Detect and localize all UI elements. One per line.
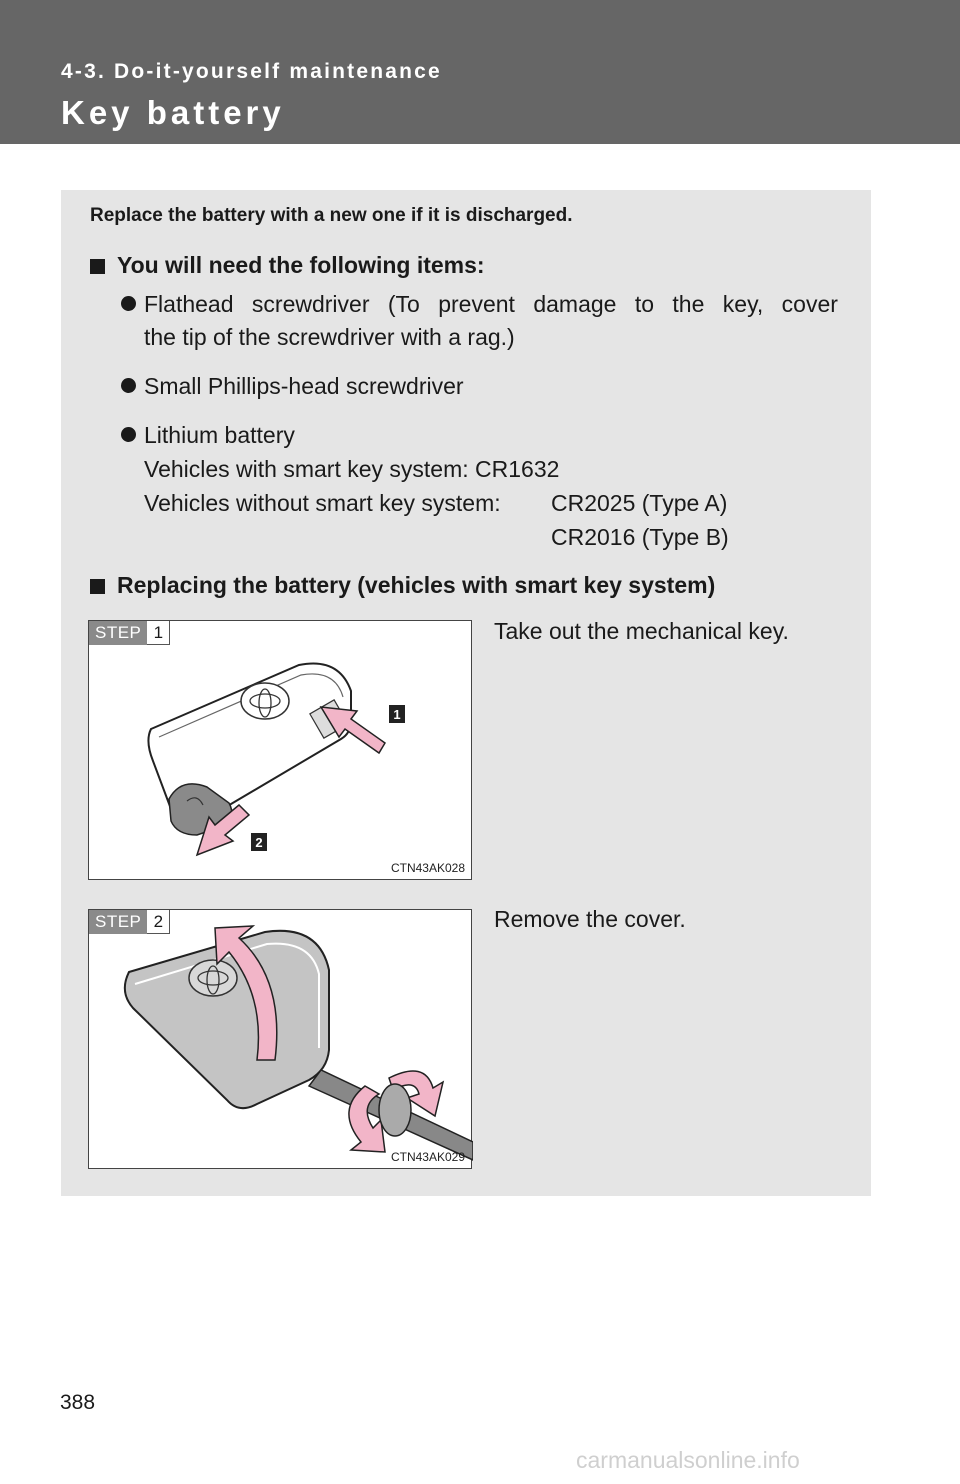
justified-line: Flathead screwdriver (To prevent damage …	[144, 288, 838, 321]
callout-1-label: 1	[393, 707, 400, 722]
step-2-figure: STEP 2 CTN43AK029	[88, 909, 473, 1169]
lift-arrow-icon	[214, 925, 278, 1061]
step-badge-word: STEP	[89, 621, 148, 645]
toyota-logo-icon	[240, 682, 290, 720]
battery-line-smart: Vehicles with smart key system: CR1632	[144, 456, 560, 482]
key-mechanical-illustration: 1 2	[147, 662, 405, 857]
list-item-text: Flathead screwdriver (To prevent damage …	[144, 288, 838, 354]
callout-1-icon	[389, 705, 405, 723]
intro-text: Replace the battery with a new one if it…	[90, 205, 573, 226]
page-title: Key battery	[61, 94, 285, 131]
bullet-dot-icon	[121, 427, 136, 442]
items-heading-text: You will need the following items:	[117, 252, 485, 278]
square-bullet-icon	[90, 579, 105, 594]
word: key,	[722, 291, 764, 317]
callout-2-icon	[251, 833, 267, 851]
key-fob-body	[123, 929, 330, 1110]
figure-code: CTN43AK029	[390, 1150, 465, 1164]
step-badge-word: STEP	[89, 910, 148, 934]
push-arrow-icon	[319, 706, 387, 755]
key-fob-edge	[158, 673, 344, 738]
callout-2-label: 2	[255, 835, 262, 850]
replace-heading: Replacing the battery (vehicles with sma…	[90, 572, 715, 599]
list-item-line: the tip of the screwdriver with a rag.)	[144, 324, 515, 350]
word: (To	[387, 291, 420, 317]
step-badge-number: 2	[147, 910, 171, 934]
cover-removal-illustration	[123, 925, 473, 1161]
twist-arrow-icon	[348, 1085, 386, 1153]
battery-line-nosmart-label: Vehicles without smart key system:	[144, 490, 501, 516]
toyota-logo-icon	[188, 959, 238, 997]
word: the	[672, 291, 705, 317]
square-bullet-icon	[90, 259, 105, 274]
step-1-figure: 1 2 STEP 1 CTN43AK028	[88, 620, 472, 880]
word: cover	[781, 291, 838, 317]
watermark: carmanualsonline.info	[576, 1447, 800, 1473]
section-label: 4-3. Do-it-yourself maintenance	[61, 60, 442, 83]
list-item-text: Lithium battery	[144, 422, 295, 448]
word: Flathead	[144, 291, 234, 317]
bullet-dot-icon	[121, 296, 136, 311]
step-2-text: Remove the cover.	[494, 906, 686, 932]
page-header	[0, 0, 960, 144]
page-number: 388	[60, 1391, 96, 1414]
key-fob-body	[147, 662, 352, 823]
pull-arrow-icon	[195, 803, 251, 857]
step-badge: STEP 2	[89, 910, 171, 934]
figure-code: CTN43AK028	[390, 861, 465, 875]
bullet-dot-icon	[121, 378, 136, 393]
word: prevent	[438, 291, 515, 317]
twist-arrow-head-icon	[388, 1070, 445, 1118]
key-fob-highlight	[134, 942, 320, 1048]
word: screwdriver	[251, 291, 370, 317]
items-heading: You will need the following items:	[90, 252, 485, 279]
replace-heading-text: Replacing the battery (vehicles with sma…	[117, 572, 716, 598]
word: to	[634, 291, 655, 317]
list-item-text: Small Phillips-head screwdriver	[144, 373, 464, 399]
step-1-text: Take out the mechanical key.	[494, 618, 789, 644]
step-badge: STEP 1	[89, 621, 171, 645]
battery-type-a: CR2025 (Type A)	[551, 490, 728, 516]
word: damage	[533, 291, 617, 317]
step-badge-number: 1	[147, 621, 171, 645]
screwdriver-grip	[378, 1083, 412, 1137]
battery-type-b: CR2016 (Type B)	[551, 524, 729, 550]
